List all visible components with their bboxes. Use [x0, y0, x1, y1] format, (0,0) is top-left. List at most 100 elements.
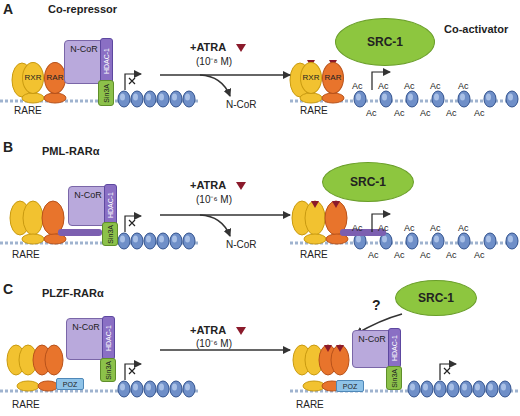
- nucleosome: [144, 381, 156, 397]
- rxr-dbd: [22, 234, 44, 244]
- acetyl-mark: Ac: [394, 109, 405, 118]
- rxr-domain: [305, 201, 325, 235]
- transcription-arrow: [125, 364, 141, 380]
- poz-domain: POZ: [56, 378, 84, 390]
- node-text: RAR: [325, 74, 342, 82]
- acetyl-mark: Ac: [458, 82, 469, 91]
- block-x: [129, 78, 135, 84]
- rxr-receptor: RXR: [22, 62, 44, 94]
- node-text: N-CoR: [358, 335, 386, 344]
- nucleosome: [183, 233, 195, 249]
- acetyl-mark: Ac: [446, 109, 457, 118]
- plzf-rar-domain: [45, 345, 63, 375]
- dna-strands: [0, 101, 520, 391]
- nucleosome: [131, 233, 143, 249]
- panel-heading: Co-repressor: [48, 4, 117, 15]
- rxr-domain: [23, 201, 43, 235]
- release-arrow: [200, 75, 230, 96]
- src1-coactivator: SRC-1: [322, 162, 414, 202]
- nucleosome: [170, 91, 182, 107]
- process-arrow: [160, 349, 290, 351]
- rar-dbd: [322, 93, 344, 103]
- sin3a-box: Sin3A: [102, 222, 118, 246]
- acetyl-mark: Ac: [366, 109, 377, 118]
- nucleosome: [432, 91, 444, 107]
- nucleosome: [484, 233, 496, 249]
- released-protein-label: N-CoR: [226, 240, 257, 250]
- node-text: N-CoR: [74, 191, 102, 200]
- node-text: RAR: [47, 74, 64, 82]
- atra-ligands: [236, 44, 344, 352]
- dna-strand: [290, 390, 520, 393]
- process-arrows: [160, 75, 402, 350]
- acetyl-mark: Ac: [430, 224, 441, 233]
- question-mark: ?: [372, 298, 381, 312]
- element-label: RARE: [12, 400, 40, 410]
- transcription-arrow: [372, 214, 390, 232]
- process-arrow: [160, 214, 290, 216]
- transcription-arrow: [125, 216, 141, 232]
- nucleosome: [421, 381, 433, 397]
- rxr-receptor: RXR: [300, 62, 322, 94]
- concentration-label: (10⁻⁶ M): [196, 339, 232, 349]
- ncor-box: N-CoR: [352, 330, 392, 368]
- acetyl-mark: Ac: [474, 251, 485, 260]
- panel-heading: PLZF-RARα: [42, 288, 104, 299]
- nucleosome: [131, 91, 143, 107]
- nucleosome: [458, 233, 470, 249]
- block-x: [444, 368, 450, 374]
- rar-receptor: RAR: [44, 62, 66, 94]
- concentration-label: (10⁻⁶ M): [196, 195, 232, 205]
- nucleosomes: [118, 91, 518, 397]
- acetyl-mark: Ac: [368, 251, 379, 260]
- nucleosome: [380, 91, 392, 107]
- nucleosome: [406, 233, 418, 249]
- nucleosome: [506, 91, 518, 107]
- atra-bound: [336, 345, 344, 352]
- nucleosome: [144, 233, 156, 249]
- concentration-label: (10⁻⁸ M): [196, 57, 232, 67]
- acetyl-mark: Ac: [404, 224, 415, 233]
- nucleosome: [157, 381, 169, 397]
- nucleosome: [183, 381, 195, 397]
- hdac-box: HDAC-1: [100, 38, 113, 84]
- sin3a-box: Sin3A: [386, 366, 402, 390]
- nucleosome: [473, 381, 485, 397]
- acetyl-mark: Ac: [394, 251, 405, 260]
- rar-dbd: [38, 381, 58, 391]
- acetyl-mark: Ac: [352, 224, 363, 233]
- sin3a-box: Sin3A: [100, 358, 116, 382]
- nucleosome: [118, 91, 130, 107]
- nucleosome: [506, 233, 518, 249]
- transcription-arrow: [440, 364, 456, 380]
- nucleosome: [447, 381, 459, 397]
- panel-letter: B: [3, 140, 13, 154]
- atra-bound: [311, 201, 319, 208]
- node-text: RXR: [25, 74, 42, 82]
- node-text: HDAC-1: [105, 325, 112, 351]
- element-label: RARE: [300, 250, 328, 260]
- nucleosome: [408, 381, 420, 397]
- element-label: RARE: [12, 250, 40, 260]
- ncor-box: N-CoR: [64, 40, 104, 84]
- nucleosome: [183, 91, 195, 107]
- process-arrow: [160, 74, 290, 76]
- acetyl-mark: Ac: [474, 109, 485, 118]
- acetyl-mark: Ac: [378, 224, 389, 233]
- ncor-box: N-CoR: [66, 318, 106, 360]
- node-text: HDAC-1: [391, 335, 398, 361]
- plzf-rar-domain: [331, 345, 349, 375]
- node-text: N-CoR: [70, 45, 98, 54]
- element-label: RARE: [300, 106, 328, 116]
- node-text: SRC-1: [367, 36, 403, 48]
- nucleosome: [118, 233, 130, 249]
- rar-receptor: RAR: [322, 62, 344, 94]
- ligand-label: +ATRA: [190, 325, 226, 336]
- panel-letter: A: [3, 2, 13, 16]
- nucleosome: [157, 91, 169, 107]
- sin3a-box: Sin3A: [98, 80, 114, 106]
- acetyl-mark: Ac: [404, 82, 415, 91]
- element-label: RARE: [296, 400, 324, 410]
- nucleosome: [432, 233, 444, 249]
